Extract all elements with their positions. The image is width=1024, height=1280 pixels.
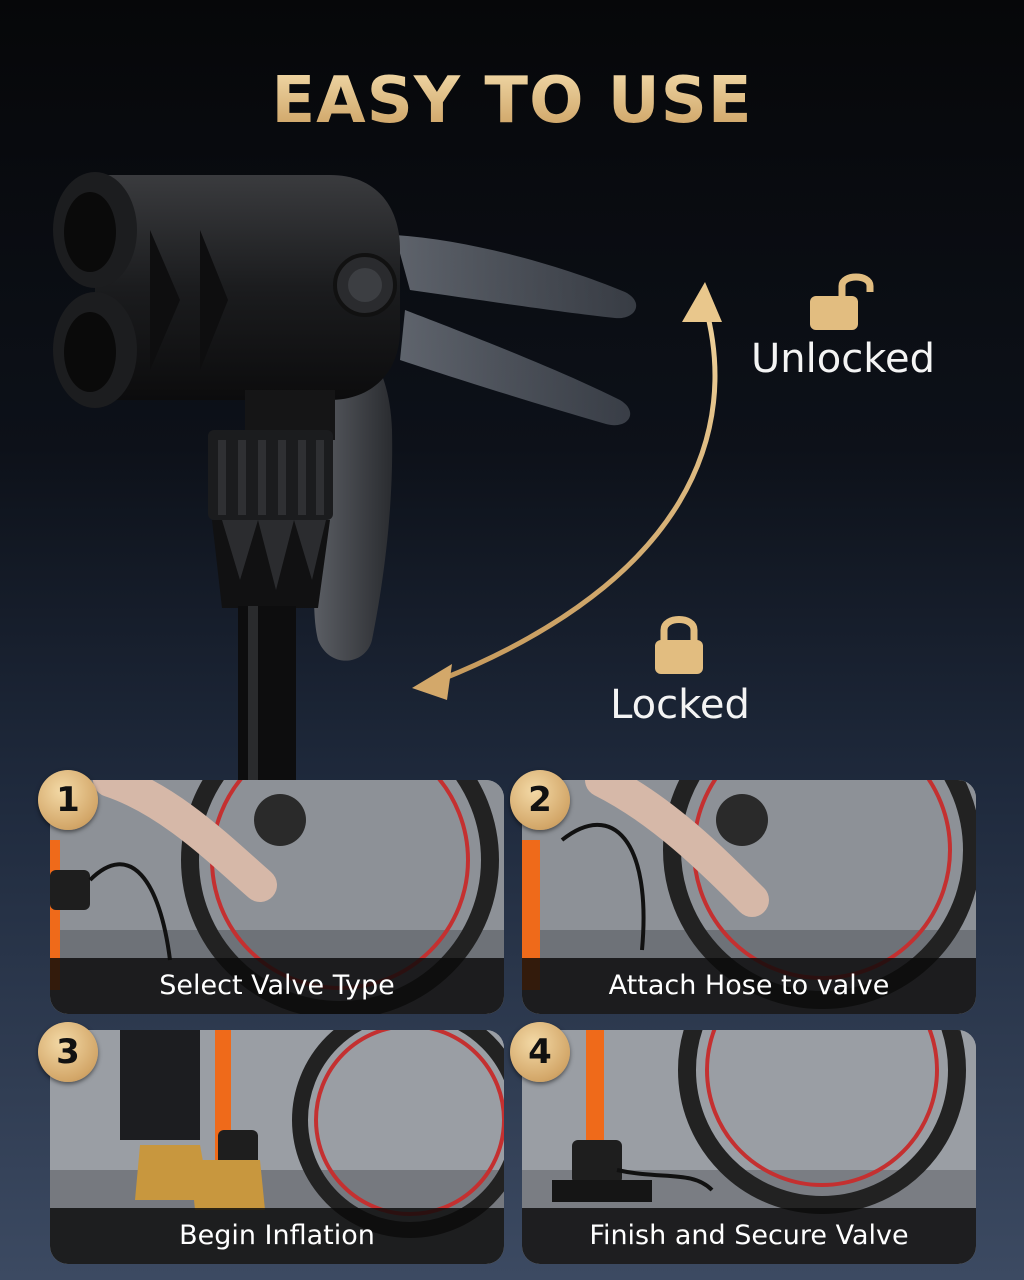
step-card-3: Begin Inflation: [50, 1030, 504, 1264]
pump-head-illustration: [53, 172, 722, 800]
step-number-badge: 2: [510, 770, 570, 830]
unlocked-label: Unlocked: [751, 336, 935, 382]
step-card-4: Finish and Secure Valve: [522, 1030, 976, 1264]
step-number-badge: 3: [38, 1022, 98, 1082]
step-caption: Attach Hose to valve: [522, 958, 976, 1014]
unlocked-padlock-icon: [810, 273, 874, 330]
lever-unlocked-ghost: [395, 235, 637, 319]
step-caption: Begin Inflation: [50, 1208, 504, 1264]
step-caption: Select Valve Type: [50, 958, 504, 1014]
lock-arc-arrow: [439, 304, 718, 683]
locked-label: Locked: [610, 682, 750, 728]
step-number-badge: 1: [38, 770, 98, 830]
step-number-badge: 4: [510, 1022, 570, 1082]
step-card-2: Attach Hose to valve: [522, 780, 976, 1014]
step-card-1: Select Valve Type: [50, 780, 504, 1014]
headline: EASY TO USE: [0, 64, 1024, 138]
step-caption: Finish and Secure Valve: [522, 1208, 976, 1264]
locked-padlock-icon: [655, 616, 703, 674]
